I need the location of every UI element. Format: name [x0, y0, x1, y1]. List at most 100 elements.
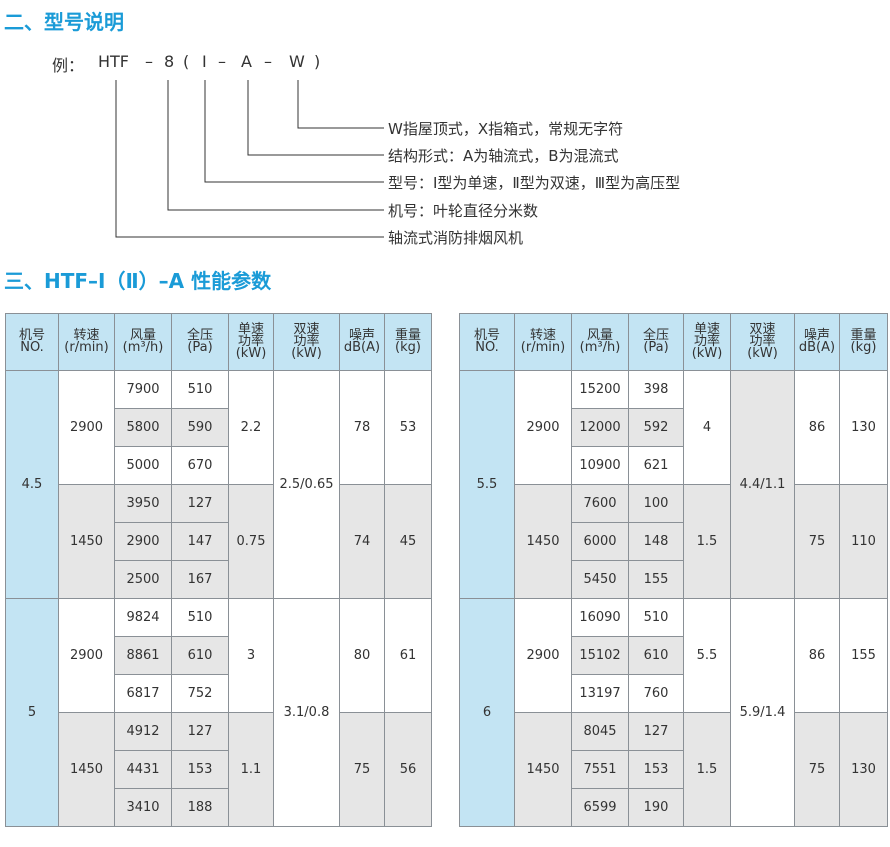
header-line: 双速 [293, 322, 320, 337]
code-structure: A [241, 52, 252, 71]
airflow-cell: 15200 [571, 370, 629, 409]
pressure-cell: 670 [171, 446, 229, 485]
code-paren-close: ) [314, 52, 321, 71]
leader-line-machine-no [167, 80, 384, 211]
dual-power-cell: 5.9/1.4 [730, 598, 795, 827]
pressure-cell: 590 [171, 408, 229, 447]
airflow-cell: 6817 [114, 674, 172, 713]
dual-power-cell: 2.5/0.65 [273, 370, 340, 599]
airflow-cell: 16090 [571, 598, 629, 637]
airflow-cell: 7600 [571, 484, 629, 523]
speed-cell: 2900 [514, 598, 572, 713]
table-header-cell: 单速功率(kW) [683, 313, 731, 371]
header-line: 风量 [129, 328, 156, 343]
header-line: 单速 [693, 322, 720, 337]
single-power-cell: 1.5 [683, 712, 731, 827]
airflow-cell: 8045 [571, 712, 629, 751]
speed-cell: 1450 [58, 712, 115, 827]
header-line: 风量 [586, 328, 613, 343]
header-line: NO. [475, 340, 499, 355]
airflow-cell: 2900 [114, 522, 172, 561]
pressure-cell: 188 [171, 788, 229, 827]
airflow-cell: 15102 [571, 636, 629, 675]
noise-cell: 78 [339, 370, 385, 485]
pressure-cell: 148 [628, 522, 684, 561]
header-line: dB(A) [798, 340, 836, 355]
code-machine-no: 8 [164, 52, 175, 71]
header-line: NO. [20, 340, 44, 355]
desc-structure: 结构形式：A为轴流式，B为混流式 [388, 147, 619, 165]
airflow-cell: 8861 [114, 636, 172, 675]
noise-cell: 75 [794, 712, 840, 827]
single-power-cell: 0.75 [228, 484, 274, 599]
pressure-cell: 190 [628, 788, 684, 827]
pressure-cell: 398 [628, 370, 684, 409]
airflow-cell: 6599 [571, 788, 629, 827]
weight-cell: 56 [384, 712, 432, 827]
machine-no-cell: 5 [5, 598, 59, 827]
desc-mount: W指屋顶式，X指箱式，常规无字符 [388, 120, 624, 138]
header-line: 功率 [237, 334, 264, 349]
code-type: I [202, 52, 207, 71]
header-line: 功率 [293, 334, 320, 349]
noise-cell: 75 [339, 712, 385, 827]
header-line: (Pa) [187, 340, 213, 355]
pressure-cell: 100 [628, 484, 684, 523]
airflow-cell: 7551 [571, 750, 629, 789]
speed-cell: 2900 [58, 370, 115, 485]
single-power-cell: 1.5 [683, 484, 731, 599]
header-line: 转速 [529, 328, 556, 343]
header-line: 重量 [394, 328, 421, 343]
single-power-cell: 2.2 [228, 370, 274, 485]
code-mount: W [289, 52, 305, 71]
header-line: 单速 [237, 322, 264, 337]
airflow-cell: 12000 [571, 408, 629, 447]
weight-cell: 130 [839, 712, 888, 827]
desc-machine-no: 机号：叶轮直径分米数 [388, 202, 539, 220]
table-header-cell: 风量(m³/h) [571, 313, 629, 371]
table-header-cell: 转速(r/min) [58, 313, 115, 371]
airflow-cell: 4912 [114, 712, 172, 751]
pressure-cell: 510 [171, 598, 229, 637]
pressure-cell: 127 [171, 712, 229, 751]
header-line: (kW) [691, 346, 723, 361]
header-line: 功率 [749, 334, 776, 349]
header-line: (kW) [747, 346, 778, 361]
noise-cell: 86 [794, 598, 840, 713]
code-dash: – [145, 52, 153, 71]
pressure-cell: 592 [628, 408, 684, 447]
header-line: (m³/h) [122, 340, 164, 355]
header-line: 噪声 [803, 328, 830, 343]
header-line: (Pa) [643, 340, 669, 355]
header-line: 全压 [642, 328, 669, 343]
weight-cell: 61 [384, 598, 432, 713]
desc-type: 型号：Ⅰ型为单速，Ⅱ型为双速，Ⅲ型为高压型 [388, 174, 681, 192]
single-power-cell: 3 [228, 598, 274, 713]
pressure-cell: 147 [171, 522, 229, 561]
code-dash: – [218, 52, 226, 71]
airflow-cell: 13197 [571, 674, 629, 713]
model-explanation-lines [115, 80, 384, 238]
airflow-cell: 4431 [114, 750, 172, 789]
weight-cell: 45 [384, 484, 432, 599]
leader-line-type [204, 80, 384, 183]
pressure-cell: 153 [628, 750, 684, 789]
header-line: 全压 [186, 328, 213, 343]
table-header-cell: 转速(r/min) [514, 313, 572, 371]
